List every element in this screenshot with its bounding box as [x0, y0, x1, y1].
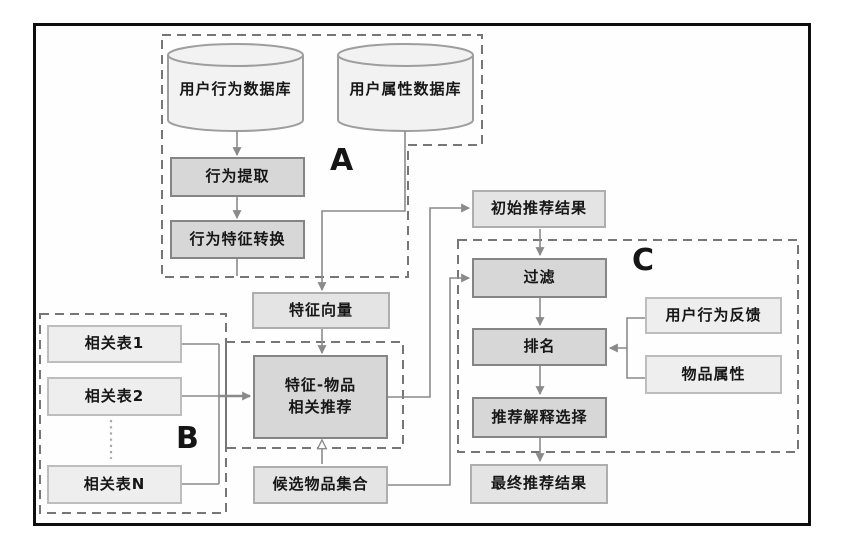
- database-cylinder-attribute: [337, 43, 474, 132]
- edge-core-to-initial-result: [388, 203, 471, 398]
- node-final-result: 最终推荐结果: [470, 464, 608, 504]
- node-item-attribute: 物品属性: [645, 355, 782, 394]
- group-a-label: A: [330, 143, 354, 178]
- node-feature-item-recommend-line1: 特征-物品: [284, 376, 357, 395]
- group-b-label: B: [176, 421, 199, 456]
- group-c-outline: [457, 239, 799, 453]
- node-initial-result: 初始推荐结果: [472, 190, 606, 228]
- node-feature-item-recommend-line2: 相关推荐: [288, 398, 353, 416]
- edge-feedback-attribute-bracket: [626, 317, 645, 379]
- group-b-outline: [39, 313, 227, 514]
- node-user-behavior-db: 用户行为数据库: [179, 79, 292, 98]
- node-behavior-extract: 行为提取: [170, 157, 305, 197]
- node-behavior-feature-convert: 行为特征转换: [170, 220, 305, 259]
- node-feature-vector: 特征向量: [252, 292, 390, 329]
- node-user-attribute-db: 用户属性数据库: [349, 79, 462, 98]
- edge-db-attribute-to-feature-vector: [317, 131, 406, 292]
- edge-related-tables-collector: [182, 343, 220, 485]
- node-explain-select: 推荐解释选择: [472, 397, 607, 438]
- node-filter: 过滤: [472, 258, 607, 298]
- node-related-table-2: 相关表2: [47, 377, 182, 416]
- database-cylinder-behavior: [167, 43, 304, 132]
- node-user-feedback: 用户行为反馈: [645, 297, 782, 334]
- group-a-outline: [161, 34, 483, 278]
- node-feature-item-recommend: 特征-物品 相关推荐: [253, 355, 388, 439]
- node-related-table-1: 相关表1: [47, 325, 182, 363]
- node-candidate-set: 候选物品集合: [253, 466, 388, 504]
- edge-candidate-to-filter: [388, 273, 471, 486]
- group-c-label: C: [632, 243, 655, 278]
- node-related-table-n: 相关表N: [47, 465, 182, 504]
- node-ranking: 排名: [472, 328, 607, 366]
